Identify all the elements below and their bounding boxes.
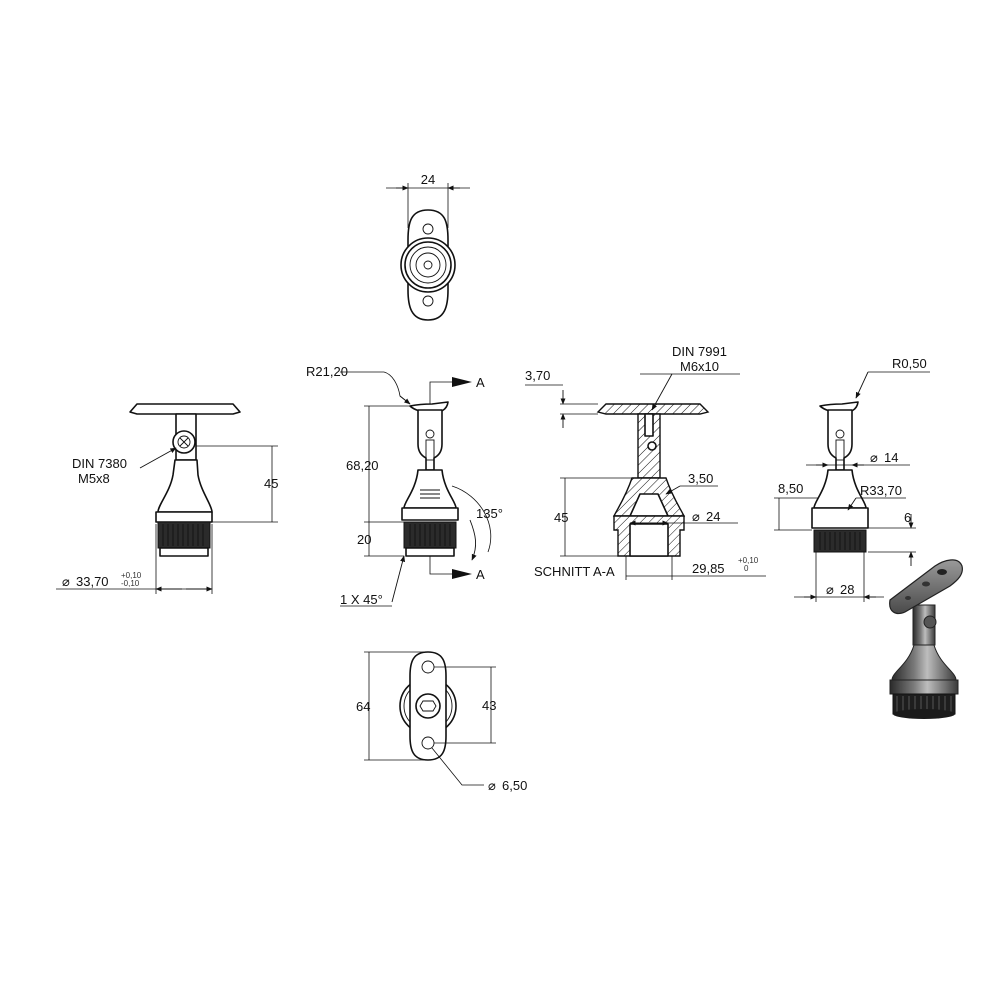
side-view: 68,20 20 R21,20 A A 135° 1 X 45° [306,364,503,607]
section-view: 3,70 DIN 7991 M6x10 3,50 45 ⌀ 24 SCHNITT… [525,344,766,580]
section-screw-spec: M6x10 [680,359,719,374]
front-view: DIN 7380 M5x8 45 ⌀ 33,70 +0,10 -0,10 [56,403,278,594]
front-height-dim: 45 [264,476,278,491]
bottom-hole-diameter-symbol: ⌀ [488,778,496,793]
front-diameter-dim: 33,70 [76,574,109,589]
section-plate-dim: 3,70 [525,368,550,383]
section-diameter-dim: 24 [706,509,720,524]
section-label: SCHNITT A-A [534,564,615,579]
side-angle-dim: 135° [476,506,503,521]
right-neck-dim: 14 [884,450,898,465]
top-width-dim: 24 [421,172,435,187]
top-mount-hole [422,223,434,235]
right-base-dim: 28 [840,582,854,597]
top-view: 24 [386,172,470,321]
front-screw-label: DIN 7380 [72,456,127,471]
section-bore-dim: 29,85 [692,561,725,576]
side-section-mark-top: A [476,375,485,390]
top-center-hole [423,260,433,270]
section-diameter-symbol: ⌀ [692,509,700,524]
right-offset-dim: 8,50 [778,481,803,496]
front-saddle-plate [129,403,241,415]
front-screw-spec: M5x8 [78,471,110,486]
section-tol-lower: 0 [744,564,749,573]
bottom-hole-spacing-dim: 43 [482,698,496,713]
front-collar [155,511,213,523]
bottom-hole-dim: 6,50 [502,778,527,793]
right-ring-dim: 6 [904,510,911,525]
section-height-dim: 45 [554,510,568,525]
bottom-view: 64 43 ⌀ 6,50 [356,651,527,793]
right-radius-dim: R0,50 [892,356,927,371]
right-cone [813,469,867,509]
top-plate-outline [407,209,449,321]
section-screw-label: DIN 7991 [672,344,727,359]
product-3d-render [889,559,963,719]
right-view: R0,50 ⌀ 14 8,50 R33,70 6 ⌀ 28 [774,356,930,602]
side-collar [401,507,459,521]
side-radius-dim: R21,20 [306,364,348,379]
top-mount-hole [422,295,434,307]
side-height-dim: 68,20 [346,458,379,473]
section-wall-dim: 3,50 [688,471,713,486]
side-lower-dim: 20 [357,532,371,547]
side-cone [403,469,457,509]
front-tol-lower: -0,10 [121,579,140,588]
front-tol-upper: +0,10 [121,571,142,580]
section-tol-upper: +0,10 [738,556,759,565]
right-base-diameter-symbol: ⌀ [826,582,834,597]
right-collar [811,507,869,529]
front-diameter-symbol: ⌀ [62,574,70,589]
right-cone-radius-dim: R33,70 [860,483,902,498]
front-knurled-ring [157,521,211,549]
top-knurled-ring [400,237,456,293]
side-section-mark-bottom: A [476,567,485,582]
front-cone [157,459,213,513]
bottom-length-dim: 64 [356,699,370,714]
side-chamfer-dim: 1 X 45° [340,592,383,607]
right-neck-diameter-symbol: ⌀ [870,450,878,465]
